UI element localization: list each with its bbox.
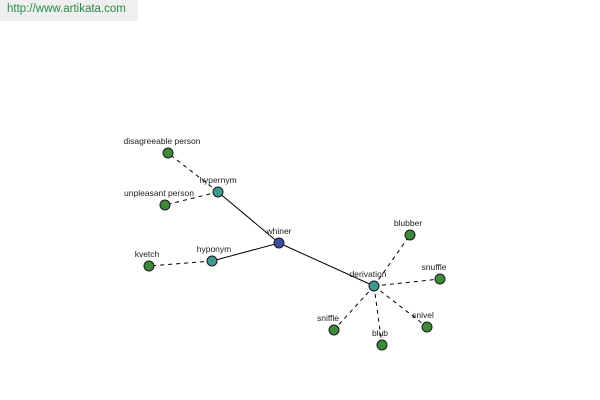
term-node-label[interactable]: snivel [412,310,434,320]
relation-node-label[interactable]: hypernym [199,175,236,185]
term-node-marker[interactable] [143,260,155,272]
term-node-disagreeable-person[interactable]: disagreeable person [123,136,201,159]
term-node-blubber[interactable]: blubber [394,218,423,241]
term-node-label[interactable]: unpleasant person [124,188,194,198]
center-node-label[interactable]: whiner [265,226,291,236]
term-node-snuffle[interactable]: snuffle [422,262,447,285]
term-node-label[interactable]: disagreeable person [123,136,200,146]
graph-edges [148,152,441,346]
edge-hyponym-kvetch [148,260,213,267]
relation-node-hypernym[interactable]: hypernym [199,175,237,198]
edge-hypernym-unpleasant-person [164,191,219,206]
edge-derivation-sniffle [333,285,375,331]
edge-derivation-blub [373,285,383,346]
relation-node-marker[interactable] [212,186,224,198]
term-node-label[interactable]: snuffle [422,262,447,272]
term-node-marker[interactable] [162,147,174,159]
relation-node-derivation[interactable]: derivation [350,269,387,292]
term-node-marker[interactable] [376,339,388,351]
relation-node-label[interactable]: derivation [350,269,387,279]
relation-node-hyponym[interactable]: hyponym [197,244,232,267]
term-node-marker[interactable] [434,273,446,285]
edge-derivation-snuffle [373,278,441,287]
graph-nodes: disagreeable person unpleasant person kvet… [123,136,447,351]
relation-node-marker[interactable] [206,255,218,267]
term-node-snivel[interactable]: snivel [412,310,434,333]
term-node-marker[interactable] [328,324,340,336]
relation-node-label[interactable]: hyponym [197,244,232,254]
center-node-whiner[interactable]: whiner [265,226,292,249]
term-node-marker[interactable] [159,199,171,211]
edge-derivation-blubber [373,234,411,287]
source-url[interactable]: http://www.artikata.com [0,0,138,21]
edge-whiner-derivation [278,242,375,287]
term-node-label[interactable]: kvetch [135,249,160,259]
term-node-blub[interactable]: blub [372,328,388,351]
edge-whiner-hyponym [211,242,280,262]
relation-node-marker[interactable] [368,280,380,292]
term-node-label[interactable]: blubber [394,218,423,228]
term-node-marker[interactable] [404,229,416,241]
edge-whiner-hypernym [217,191,280,244]
term-node-label[interactable]: sniffle [317,313,339,323]
term-node-sniffle[interactable]: sniffle [317,313,340,336]
term-node-label[interactable]: blub [372,328,388,338]
edge-hypernym-disagreeable-person [167,152,219,193]
edge-derivation-snivel [373,285,428,328]
term-node-kvetch[interactable]: kvetch [135,249,160,272]
center-node-marker[interactable] [273,237,285,249]
term-node-marker[interactable] [421,321,433,333]
term-node-unpleasant-person[interactable]: unpleasant person [124,188,194,211]
